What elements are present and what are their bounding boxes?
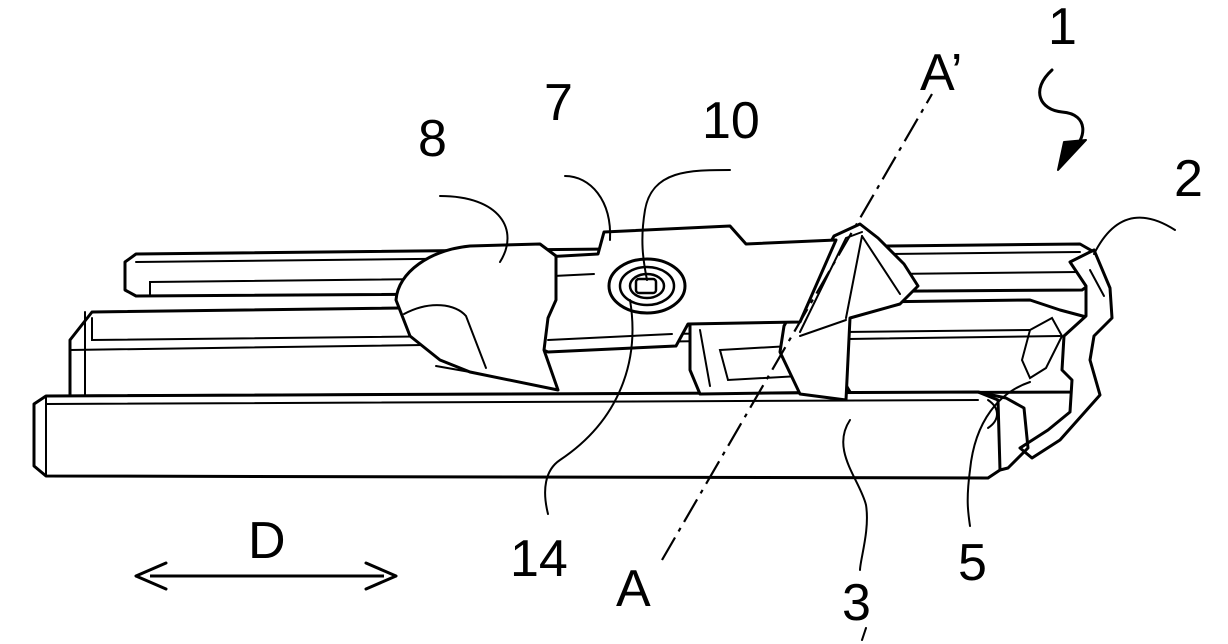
- label-5: 5: [958, 534, 987, 592]
- front-rail-3: [34, 392, 1000, 478]
- label-1: 1: [1048, 0, 1077, 56]
- label-d: D: [248, 512, 286, 570]
- assembly-arrow: [1040, 70, 1086, 170]
- label-a-prime: A’: [920, 44, 962, 102]
- label-2: 2: [1174, 150, 1203, 208]
- label-7: 7: [544, 74, 573, 132]
- label-3: 3: [842, 574, 871, 632]
- label-14: 14: [510, 530, 568, 588]
- label-8: 8: [418, 110, 447, 168]
- label-10: 10: [702, 92, 760, 150]
- rail-assembly: [34, 224, 1112, 478]
- label-a: A: [616, 560, 651, 618]
- fastener-10: [609, 259, 685, 313]
